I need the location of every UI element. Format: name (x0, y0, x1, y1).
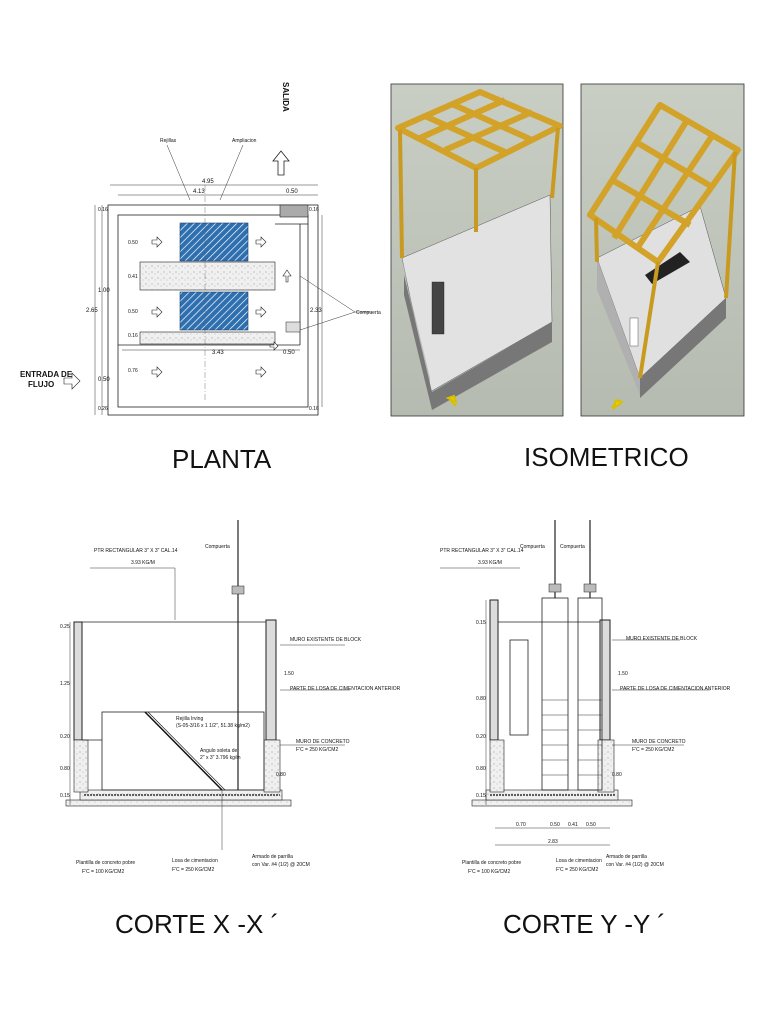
ptr-label: PTR RECTANGULAR 3" X 3" CAL.14 (94, 548, 178, 554)
fc-label: F'C = 250 KG/CM2 (296, 747, 338, 753)
armado-label: Armado de parrilla (606, 854, 647, 860)
plantilla-label: Plantilla de concreto pobre (76, 860, 135, 866)
corte-y-labels: PTR RECTANGULAR 3" X 3" CAL.14 3.93 KG/M… (440, 544, 731, 875)
entrada-label-1: ENTRADA DE (20, 370, 73, 379)
dim-label: 0.80 (476, 696, 486, 702)
dim-label: 0.16 (309, 406, 319, 412)
dim-label: 0.20 (60, 734, 70, 740)
dim-label: 0.25 (60, 624, 70, 630)
plantilla-spec: F'C = 100 KG/CM2 (468, 869, 510, 875)
dim-label: 0.15 (476, 620, 486, 626)
ptr-label: PTR RECTANGULAR 3" X 3" CAL.14 (440, 548, 524, 554)
dim-label: 0.16 (128, 333, 138, 339)
ampliacion-label: Ampliacion (232, 138, 257, 144)
dim-label: 0.80 (612, 772, 622, 778)
muro-block-label: MURO EXISTENTE DE BLOCK (626, 636, 698, 642)
compuerta-label: Compuerta (560, 544, 585, 550)
corte-y-title: CORTE Y -Y ´ (503, 909, 666, 939)
direction-arrow-icon (611, 398, 625, 411)
corte-x-drawing (65, 520, 350, 850)
corte-x-labels: PTR RECTANGULAR 3" X 3" CAL.14 3.93 KG/M… (60, 544, 401, 875)
flow-arrow-icons (63, 236, 292, 390)
planta-drawing (63, 144, 372, 416)
losa-label: Losa de cimentacion (172, 858, 218, 864)
rejilla-label: Rejilla Irving (176, 716, 203, 722)
dim-label: 1.00 (98, 288, 110, 294)
plantilla-spec: F'C = 100 KG/CM2 (82, 869, 124, 875)
dim-label: 0.70 (516, 822, 526, 828)
rejillas-label: Rejillas (160, 138, 177, 144)
compuerta-label: Compuerta (520, 544, 545, 550)
muro-concreto-label: MURO DE CONCRETO (632, 739, 686, 745)
losa-spec: F'C = 250 KG/CM2 (556, 867, 598, 873)
dim-label: 0.15 (476, 793, 486, 799)
planta-title: PLANTA (172, 444, 272, 474)
dim-label: 0.50 (550, 822, 560, 828)
muro-block-label: MURO EXISTENTE DE BLOCK (290, 637, 362, 643)
rejilla-spec: (S-05-3/16 x 1 1/2", 51.38 kg/m2) (176, 723, 250, 729)
dim-label: 0.16 (98, 207, 108, 213)
dim-label: 0.16 (309, 207, 319, 213)
losa-anterior-label: PARTE DE LOSA DE CIMENTACION ANTERIOR (620, 686, 731, 692)
muro-concreto-label: MURO DE CONCRETO (296, 739, 350, 745)
rejilla-top (179, 222, 249, 262)
isometric-view-right (580, 83, 745, 417)
corte-y-drawing (440, 520, 710, 846)
ptr-weight: 3.93 KG/M (478, 560, 502, 566)
dim-label: 0.50 (283, 350, 295, 356)
armado-spec: con Var. #4 (1/2) @ 20CM (606, 862, 664, 868)
dim-label: 0.50 (128, 309, 138, 315)
dim-label: 0.50 (286, 189, 298, 195)
dim-label: 0.41 (568, 822, 578, 828)
isometrico-title: ISOMETRICO (524, 442, 689, 472)
dim-label: 0.15 (60, 793, 70, 799)
direction-arrow-icon (445, 394, 458, 407)
corte-x-title: CORTE X -X ´ (115, 909, 279, 939)
dim-label: 4.13 (193, 189, 205, 195)
isometric-view-left (390, 83, 564, 417)
planta-labels: SALIDA Rejillas Ampliacion Compuerta ENT… (20, 82, 381, 412)
dim-label: 4.95 (202, 179, 214, 185)
compuerta-label: Compuerta (356, 310, 381, 316)
dim-label: 0.20 (476, 734, 486, 740)
salida-label: SALIDA (281, 82, 290, 112)
dim-label: 0.50 (98, 377, 110, 383)
armado-spec: con Var. #4 (1/2) @ 20CM (252, 862, 310, 868)
dim-label: 0.50 (586, 822, 596, 828)
dim-label: 0.50 (128, 240, 138, 246)
dim-label: 0.80 (276, 772, 286, 778)
plantilla-label: Plantilla de concreto pobre (462, 860, 521, 866)
rejilla-bottom (179, 291, 249, 331)
losa-label: Losa de cimentacion (556, 858, 602, 864)
dim-label: 1.50 (618, 671, 628, 677)
dim-label: 0.26 (98, 406, 108, 412)
angulo-spec: 2" x 3" 3.796 kg/m (200, 755, 241, 761)
losa-spec: F'C = 250 KG/CM2 (172, 867, 214, 873)
fc-label: F'C = 250 KG/CM2 (632, 747, 674, 753)
dim-label: 0.80 (476, 766, 486, 772)
dim-label: 2.65 (86, 308, 98, 314)
salida-arrow-icon (272, 150, 290, 176)
dim-label: 1.25 (60, 681, 70, 687)
dim-label: 2.33 (310, 308, 322, 314)
losa-anterior-label: PARTE DE LOSA DE CIMENTACION ANTERIOR (290, 686, 401, 692)
dim-label: 0.76 (128, 368, 138, 374)
dim-label: 2.83 (548, 839, 558, 845)
dim-label: 1.50 (284, 671, 294, 677)
angulo-label: Angulo soleta de (200, 748, 237, 754)
dim-label: 0.80 (60, 766, 70, 772)
compuerta-label: Compuerta (205, 544, 230, 550)
armado-label: Armado de parrilla (252, 854, 293, 860)
ptr-weight: 3.93 KG/M (131, 560, 155, 566)
dim-label: 0.41 (128, 274, 138, 280)
dim-label: 3.43 (212, 350, 224, 356)
entrada-label-2: FLUJO (28, 380, 54, 389)
